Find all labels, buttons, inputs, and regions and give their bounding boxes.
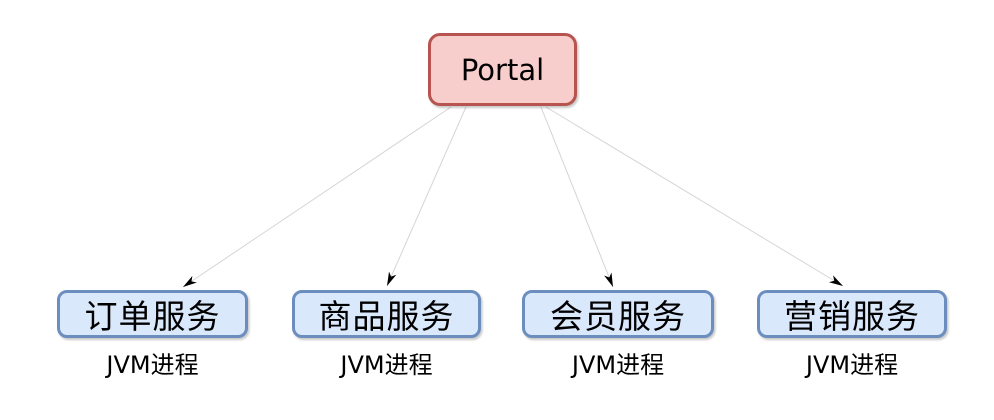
portal-label: Portal <box>460 52 545 87</box>
service-node-product: 商品服务 <box>292 290 481 338</box>
service-node-member: 会员服务 <box>522 290 714 338</box>
service-label: 订单服务 <box>84 297 221 336</box>
edge-portal-to-order <box>182 106 452 288</box>
jvm-process-label: JVM进程 <box>571 351 665 379</box>
service-label: 会员服务 <box>550 297 686 336</box>
jvm-process-label: JVM进程 <box>340 351 433 379</box>
service-label: 商品服务 <box>318 297 455 336</box>
jvm-process-label: JVM进程 <box>106 351 199 379</box>
service-node-marketing: 营销服务 <box>757 290 947 338</box>
edge-portal-to-marketing <box>545 106 844 287</box>
service-label: 营销服务 <box>784 297 920 336</box>
portal-node: Portal <box>428 33 577 106</box>
service-node-order: 订单服务 <box>57 290 248 338</box>
edge-portal-to-member <box>540 106 614 288</box>
jvm-process-label: JVM进程 <box>805 351 899 379</box>
edge-portal-to-product <box>386 106 467 287</box>
